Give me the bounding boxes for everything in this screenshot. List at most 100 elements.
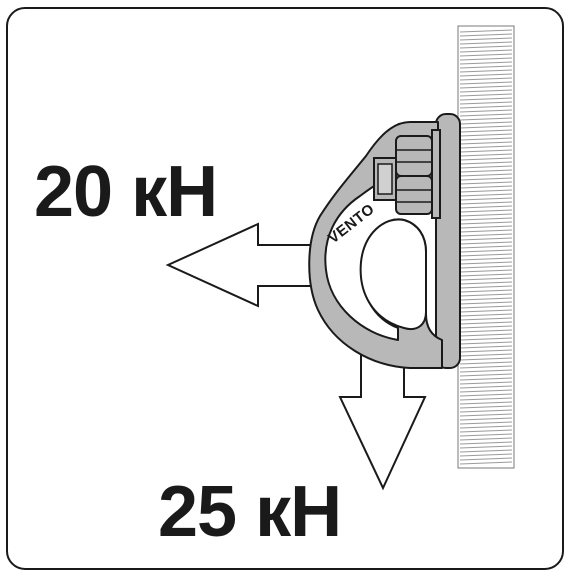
wall-hatch-line (459, 217, 513, 221)
bolt-nut-icon (373, 129, 441, 219)
wall-hatch-line (459, 253, 513, 257)
wall-hatch-line (459, 425, 513, 429)
wall-hatch-line (459, 189, 513, 193)
wall-hatch-line (459, 361, 513, 365)
wall-hatch-line (459, 29, 513, 33)
wall-hatch-line (459, 393, 513, 397)
wall-hatch-line (459, 169, 513, 173)
wall-hatch-line (459, 197, 513, 201)
wall-hatch-line (459, 257, 513, 261)
wall-hatch-line (459, 65, 513, 69)
wall-hatch-line (459, 325, 513, 329)
wall-hatch-line (459, 457, 513, 461)
wall-hatch-line (459, 165, 513, 169)
wall-hatch-line (459, 249, 513, 253)
wall-hatch-line (459, 369, 513, 373)
wall-hatch-line (459, 441, 513, 445)
wall-hatch-line (459, 449, 513, 453)
wall-hatch-line (459, 381, 513, 385)
wall-hatch-line (459, 293, 513, 297)
wall-hatch-line (459, 237, 513, 241)
wall-hatch-line (459, 285, 513, 289)
wall-hatch-line (459, 317, 513, 321)
wall-hatch-line (459, 149, 513, 153)
hanger-eye-hole (359, 218, 427, 330)
wall-hatch-line (459, 133, 513, 137)
wall-hatch-line (459, 185, 513, 189)
hanger-back-plate (435, 113, 461, 369)
wall-hatch-line (459, 413, 513, 417)
wall-hatch-line (459, 305, 513, 309)
wall-hatch-line (459, 433, 513, 437)
wall-hatch-line (459, 385, 513, 389)
wall-hatch-line (459, 145, 513, 149)
wall-hatch-line (459, 233, 513, 237)
wall-hatch-line (459, 329, 513, 333)
wall-hatch-line (459, 177, 513, 181)
arrow-left-icon (165, 222, 319, 308)
wall-hatch-line (459, 313, 513, 317)
wall-hatch-line (459, 77, 513, 81)
wall-hatch-line (459, 365, 513, 369)
wall-hatch-line (459, 157, 513, 161)
wall-hatch-line (459, 421, 513, 425)
wall-hatch-line (459, 401, 513, 405)
wall-hatch-line (459, 213, 513, 217)
wall-hatch-line (459, 81, 513, 85)
wall-hatch-line (459, 301, 513, 305)
wall-hatch-line (459, 453, 513, 457)
wall-hatch (459, 29, 513, 465)
wall-hatch-line (459, 93, 513, 97)
wall-hatch-line (459, 85, 513, 89)
wall-hatch-line (459, 357, 513, 361)
wall-hatch-line (459, 33, 513, 37)
wall-hatch-line (459, 125, 513, 129)
wall (457, 25, 515, 469)
wall-hatch-line (459, 121, 513, 125)
wall-hatch-line (459, 193, 513, 197)
wall-hatch-line (459, 53, 513, 57)
wall-hatch-line (459, 161, 513, 165)
wall-hatch-line (459, 345, 513, 349)
wall-hatch-line (459, 209, 513, 213)
wall-hatch-line (459, 261, 513, 265)
force-label-horizontal: 20 кН (34, 152, 218, 232)
wall-hatch-line (459, 309, 513, 313)
wall-hatch-line (459, 105, 513, 109)
wall-hatch-line (459, 377, 513, 381)
wall-hatch-line (459, 37, 513, 41)
wall-hatch-line (459, 349, 513, 353)
wall-hatch-line (459, 273, 513, 277)
wall-hatch-line (459, 445, 513, 449)
wall-hatch-line (459, 205, 513, 209)
wall-hatch-line (459, 117, 513, 121)
wall-hatch-line (459, 137, 513, 141)
wall-hatch-line (459, 57, 513, 61)
wall-hatch-line (459, 173, 513, 177)
wall-hatch-line (459, 129, 513, 133)
wall-hatch-line (459, 45, 513, 49)
wall-hatch-line (459, 141, 513, 145)
wall-hatch-line (459, 461, 513, 465)
wall-hatch-line (459, 409, 513, 413)
wall-hatch-line (459, 321, 513, 325)
wall-hatch-line (459, 225, 513, 229)
wall-hatch-line (459, 101, 513, 105)
wall-hatch-line (459, 341, 513, 345)
wall-hatch-line (459, 41, 513, 45)
wall-hatch-line (459, 289, 513, 293)
wall-hatch-line (459, 153, 513, 157)
wall-hatch-line (459, 373, 513, 377)
wall-hatch-line (459, 89, 513, 93)
wall-hatch-line (459, 277, 513, 281)
wall-hatch-line (459, 113, 513, 117)
wall-hatch-line (459, 69, 513, 73)
wall-hatch-line (459, 353, 513, 357)
wall-hatch-line (459, 429, 513, 433)
wall-hatch-line (459, 337, 513, 341)
wall-hatch-line (459, 417, 513, 421)
wall-hatch-line (459, 73, 513, 77)
wall-hatch-line (459, 389, 513, 393)
wall-hatch-line (459, 269, 513, 273)
